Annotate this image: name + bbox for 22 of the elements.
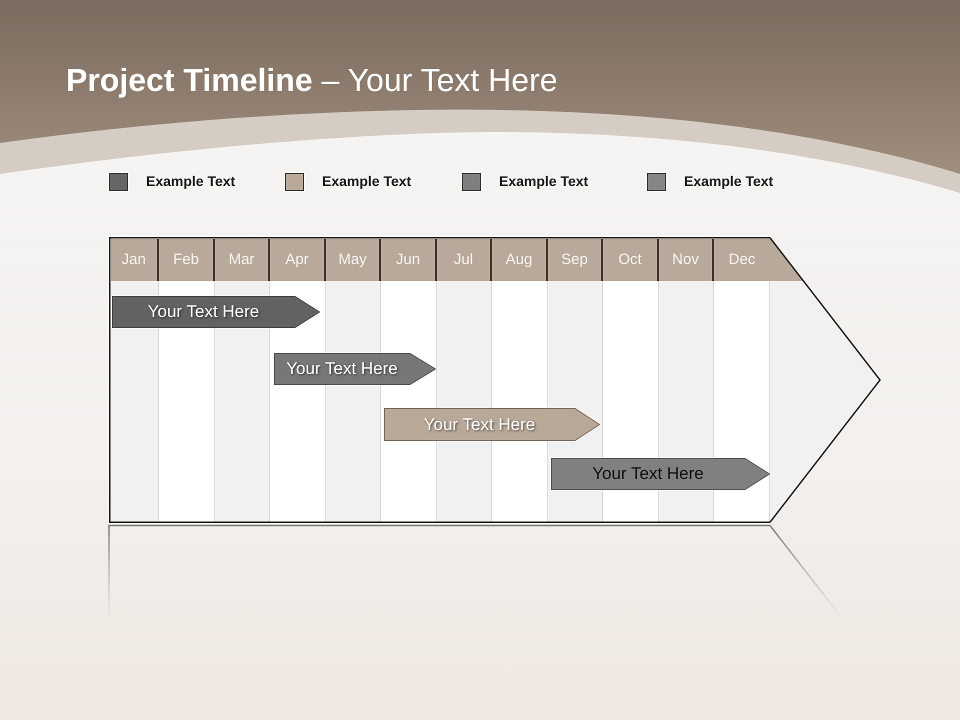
timeline-chart (109, 237, 881, 523)
month-header: Apr (270, 238, 326, 281)
month-header: Oct (603, 238, 659, 281)
month-header: Nov (659, 238, 714, 281)
month-header: Mar (215, 238, 270, 281)
month-header: Feb (159, 238, 215, 281)
task-bar: Your Text Here (551, 458, 770, 490)
month-header: Jul (437, 238, 492, 281)
legend-label: Example Text (322, 172, 412, 191)
task-bar: Your Text Here (384, 408, 600, 441)
legend-label: Example Text (684, 172, 774, 191)
slide-title: Project Timeline – Your Text Here (66, 61, 558, 100)
task-bar: Your Text Here (112, 296, 320, 328)
month-header: Jan (110, 238, 159, 281)
month-header: May (326, 238, 381, 281)
month-header: Sep (548, 238, 603, 281)
legend-label: Example Text (146, 172, 236, 191)
month-header: Dec (714, 238, 770, 281)
month-header: Jun (381, 238, 437, 281)
month-header: Aug (492, 238, 548, 281)
task-bar: Your Text Here (274, 353, 436, 385)
legend-label: Example Text (499, 172, 588, 191)
